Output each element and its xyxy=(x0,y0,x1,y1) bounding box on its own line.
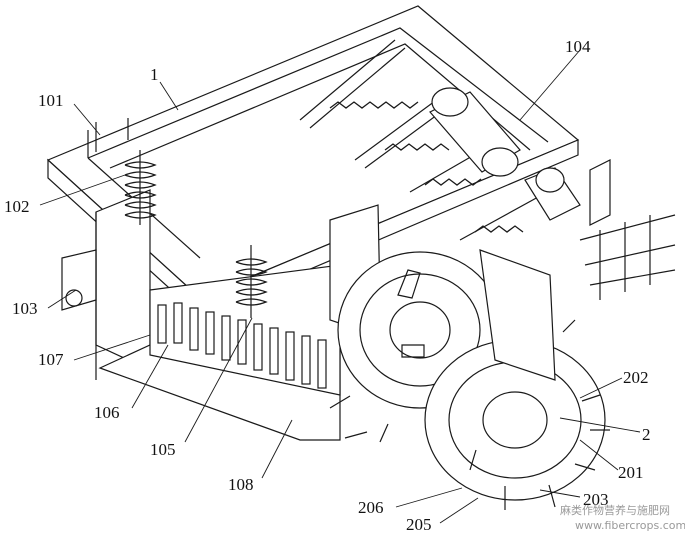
watermark-line2: www.fibercrops.com xyxy=(575,519,685,532)
cylinder-assembly xyxy=(299,39,581,241)
label-102: 102 xyxy=(4,197,30,216)
grill-slots xyxy=(157,302,327,389)
spring-center xyxy=(235,245,268,318)
label-107: 107 xyxy=(38,350,64,369)
rotor-assembly xyxy=(329,204,610,510)
label-101: 101 xyxy=(38,91,64,110)
label-2: 2 xyxy=(642,425,651,444)
label-1: 1 xyxy=(150,65,159,84)
label-203: 203 xyxy=(583,490,609,509)
label-103: 103 xyxy=(12,299,38,318)
leader-lines xyxy=(39,49,641,524)
label-108: 108 xyxy=(228,475,254,494)
label-205: 205 xyxy=(406,515,432,534)
side-rake xyxy=(579,159,676,300)
watermark-line1: 麻类作物营养与施肥网 xyxy=(560,503,670,517)
label-201: 201 xyxy=(618,463,644,482)
spring-left xyxy=(124,150,157,225)
label-202: 202 xyxy=(623,368,649,387)
label-106: 106 xyxy=(94,403,120,422)
bottom-box xyxy=(98,264,341,441)
label-206: 206 xyxy=(358,498,384,517)
label-104: 104 xyxy=(565,37,591,56)
label-105: 105 xyxy=(150,440,176,459)
